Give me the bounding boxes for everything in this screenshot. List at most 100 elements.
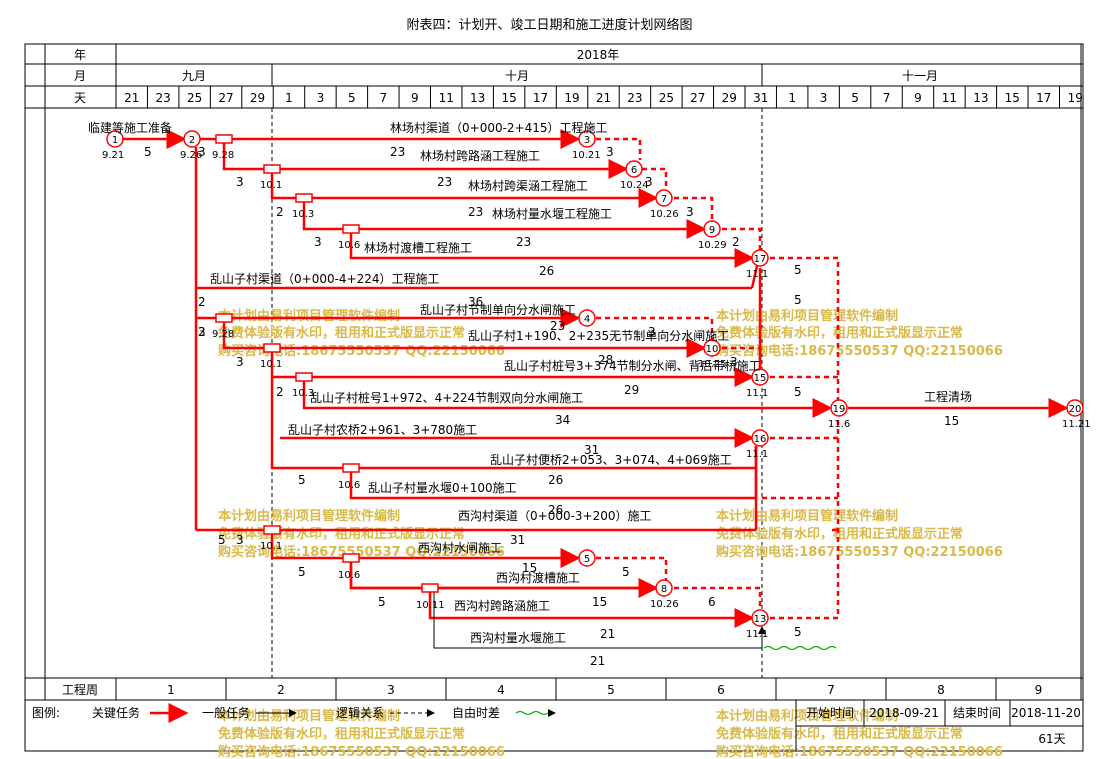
task-duration: 28 [598, 353, 613, 367]
node-date: 11.6 [828, 419, 850, 430]
start-label: 开始时间 [806, 706, 854, 720]
week-cell: 2 [277, 683, 285, 697]
task-duration: 15 [944, 414, 959, 428]
network-node [830, 399, 848, 417]
week-label: 工程周 [62, 682, 98, 697]
node-date: 11.1 [746, 269, 768, 280]
day-cell: 23 [627, 91, 642, 105]
legend-critical: 关键任务 [92, 705, 140, 720]
legend: 图例: 关键任务 一般任务 逻辑关系 自由时差 [32, 703, 556, 723]
task-duration: 23 [390, 145, 405, 159]
svg-text:5: 5 [794, 293, 802, 307]
svg-text:9.28: 9.28 [212, 150, 234, 161]
svg-text:5: 5 [298, 565, 306, 579]
month-label: 月 [74, 69, 86, 83]
week-cell: 8 [937, 683, 945, 697]
node-id: 20 [1069, 404, 1082, 415]
task-label: 乱山子村量水堰0+100施工 [368, 481, 517, 495]
network-node [703, 339, 721, 357]
node-id: 2 [189, 135, 195, 146]
day-cell: 7 [380, 91, 388, 105]
network-node [183, 130, 201, 148]
task-label: 乱山子村渠道（0+000-4+224）工程施工 [210, 271, 440, 286]
day-cell: 21 [124, 91, 139, 105]
network-node [578, 549, 596, 567]
task-label: 乱山子村桩号3+374节制分水闸、背后带桥施工 [504, 358, 761, 373]
task-duration: 31 [584, 443, 599, 457]
svg-text:2: 2 [198, 295, 206, 309]
node-id: 3 [584, 135, 590, 146]
svg-text:本计划由易利项目管理软件编制: 本计划由易利项目管理软件编制 [716, 708, 898, 724]
day-cell: 3 [820, 91, 828, 105]
day-cell: 19 [564, 91, 579, 105]
network-node [106, 130, 124, 148]
node-id: 8 [661, 584, 667, 595]
svg-text:2: 2 [732, 235, 740, 249]
day-cell: 13 [973, 91, 988, 105]
svg-text:5: 5 [378, 595, 386, 609]
day-cell: 9 [914, 91, 922, 105]
task-duration: 15 [522, 561, 537, 575]
task-label: 林场村渡槽工程施工 [364, 240, 472, 255]
svg-text:本计划由易利项目管理软件编制: 本计划由易利项目管理软件编制 [218, 308, 400, 324]
task-duration: 26 [539, 264, 554, 278]
month-sep: 九月 [182, 69, 206, 83]
svg-text:购买咨询电话:18675550537 QQ:22150066: 购买咨询电话:18675550537 QQ:22150066 [218, 343, 505, 359]
free-float-line [763, 645, 837, 651]
task-label: 西沟村渡槽施工 [496, 570, 580, 585]
day-cell: 19 [1068, 91, 1083, 105]
svg-text:9.28: 9.28 [212, 329, 234, 340]
watermark-block-4: 本计划由易利项目管理软件编制 免费体验版有水印，租用和正式版显示正常 购买咨询电… [716, 508, 1003, 560]
task-duration: 21 [590, 654, 605, 668]
day-cell: 27 [218, 91, 233, 105]
svg-text:10.1: 10.1 [260, 359, 282, 370]
node-id: 5 [584, 554, 590, 565]
task-duration: 5 [144, 145, 152, 159]
legend-prefix: 图例: [32, 706, 60, 720]
svg-text:2: 2 [198, 325, 206, 339]
network-node [655, 579, 673, 597]
svg-text:3: 3 [648, 325, 656, 339]
node-date: 10.21 [572, 150, 601, 161]
day-cell: 27 [690, 91, 705, 105]
svg-text:2: 2 [276, 205, 284, 219]
svg-text:5: 5 [794, 625, 802, 639]
aux-boxes [215, 134, 439, 593]
svg-text:3: 3 [314, 235, 322, 249]
task-duration: 15 [592, 595, 607, 609]
svg-text:10.6: 10.6 [338, 480, 360, 491]
aux-dates: 9.28 10.1 10.3 10.6 10.1 10.3 10.6 9.28 … [212, 150, 445, 611]
week-cell: 4 [497, 683, 505, 697]
task-duration: 36 [468, 295, 483, 309]
day-cell: 5 [851, 91, 859, 105]
svg-text:购买咨询电话:18675550537 QQ:22150066: 购买咨询电话:18675550537 QQ:22150066 [716, 343, 1003, 359]
watermark-block-5: 本计划由易利项目管理软件编制 免费体验版有水印，租用和正式版显示正常 购买咨询电… [218, 708, 505, 759]
day-cell: 15 [1005, 91, 1020, 105]
svg-text:3: 3 [236, 355, 244, 369]
day-cell: 15 [501, 91, 516, 105]
task-duration: 29 [624, 383, 639, 397]
task-duration: 23 [437, 175, 452, 189]
task-labels: 临建等施工准备 5 林场村渠道（0+000-2+415）工程施工 23 林场村跨… [88, 120, 972, 668]
start-value: 2018-09-21 [869, 706, 939, 720]
task-duration: 23 [516, 235, 531, 249]
node-id: 16 [754, 434, 767, 445]
svg-text:10.11: 10.11 [416, 600, 445, 611]
svg-text:免费体验版有水印，租用和正式版显示正常: 免费体验版有水印，租用和正式版显示正常 [218, 526, 465, 542]
svg-text:免费体验版有水印，租用和正式版显示正常: 免费体验版有水印，租用和正式版显示正常 [716, 526, 963, 542]
svg-text:购买咨询电话:18675550537 QQ:22150066: 购买咨询电话:18675550537 QQ:22150066 [218, 744, 505, 759]
svg-text:5: 5 [218, 533, 226, 547]
day-cell: 9 [411, 91, 419, 105]
task-label: 林场村跨渠涵工程施工 [468, 178, 588, 193]
svg-text:2: 2 [276, 385, 284, 399]
node-date: 10.24 [620, 180, 649, 191]
legend-free-float: 自由时差 [452, 706, 500, 720]
task-label: 西沟村量水堰施工 [470, 631, 566, 645]
svg-text:3: 3 [198, 145, 206, 159]
task-label: 乱山子村1+190、2+235无节制单向分水闸施工 [468, 328, 729, 343]
network-node [751, 368, 769, 386]
network-node [703, 220, 721, 238]
svg-text:本计划由易利项目管理软件编制: 本计划由易利项目管理软件编制 [716, 508, 898, 524]
